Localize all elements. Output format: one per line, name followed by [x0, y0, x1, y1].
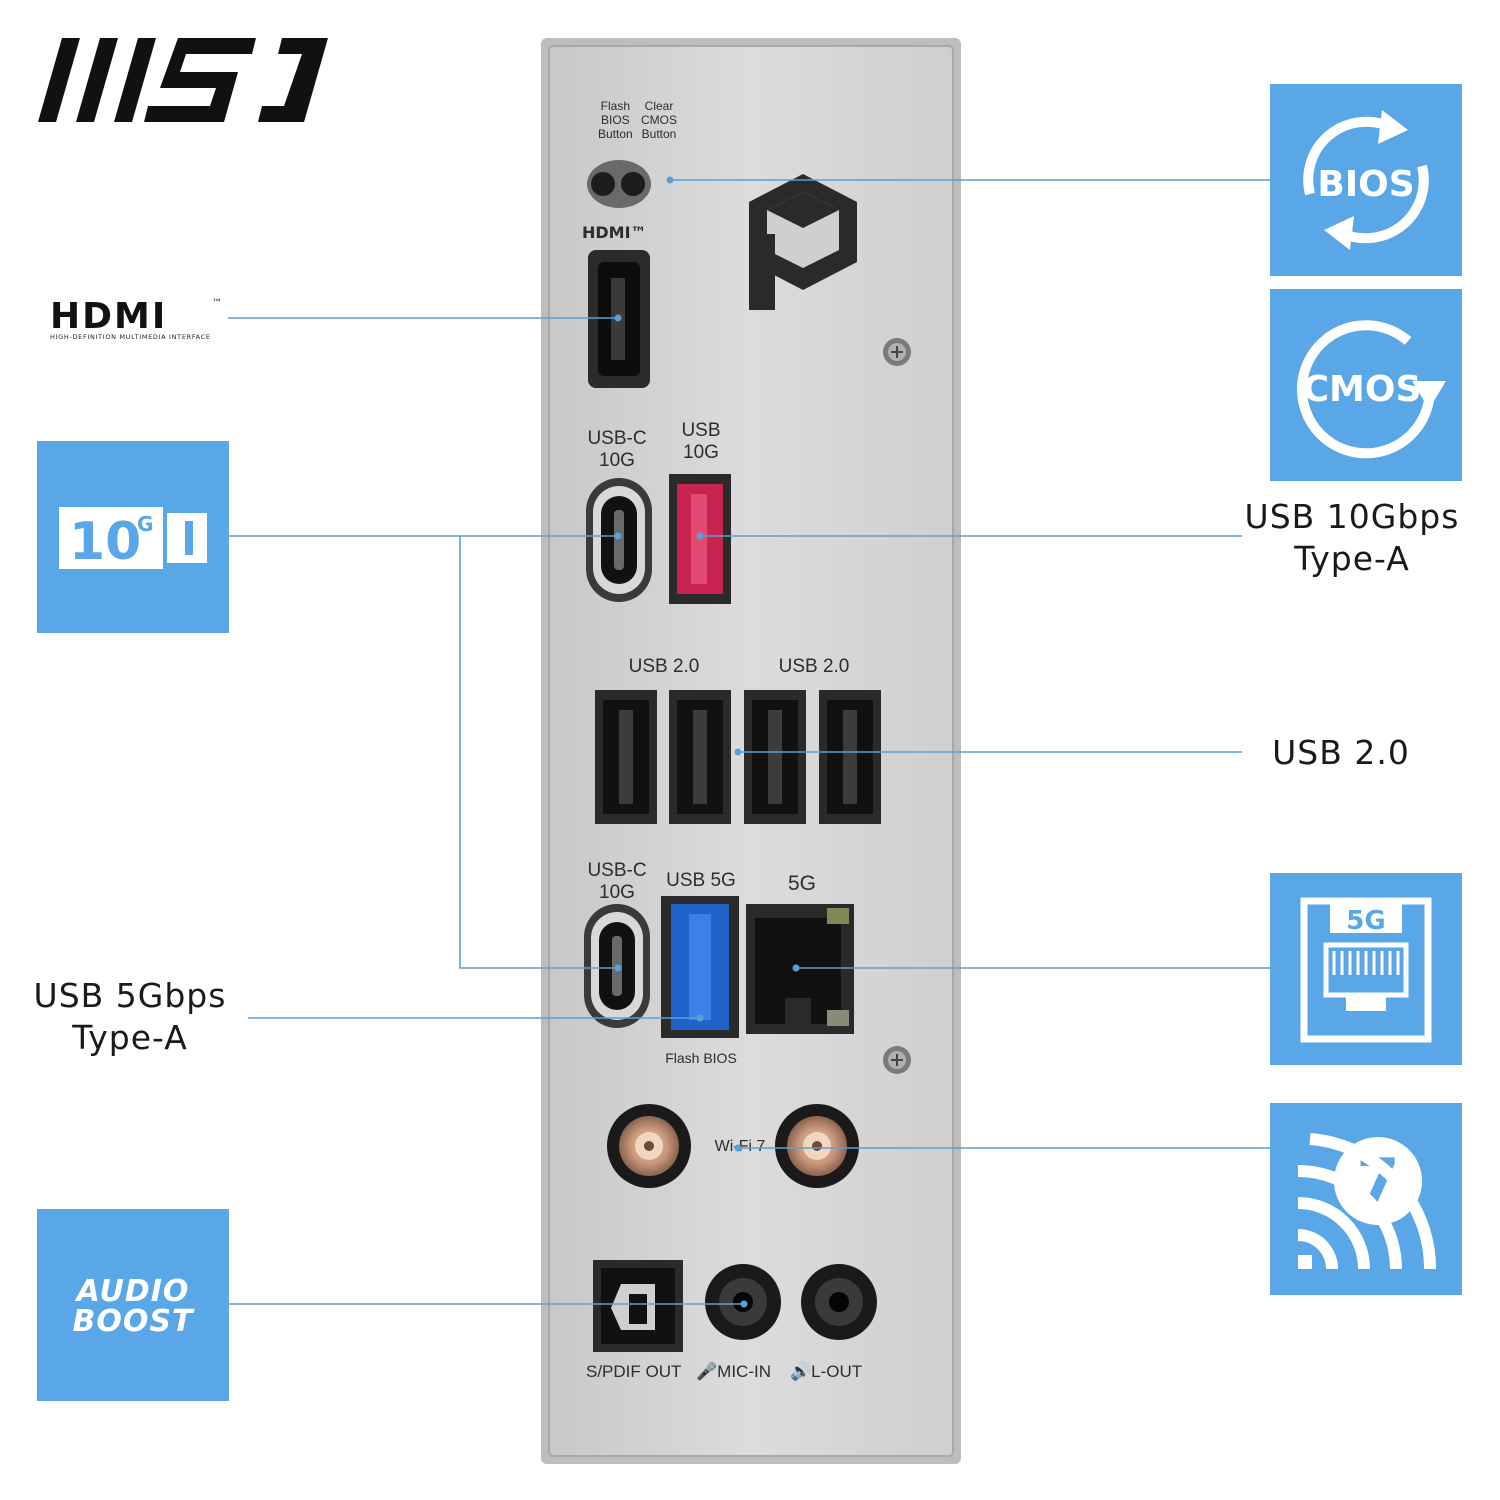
line-out-jack: [801, 1264, 877, 1340]
usb-10g-port: [669, 474, 731, 604]
wifi-antenna-connector-right: [775, 1104, 859, 1188]
usb-5g-port: [661, 896, 739, 1038]
usb-10g-tile: 10 G: [37, 441, 229, 633]
microphone-icon: 🎤: [696, 1362, 718, 1381]
svg-text:BOOST: BOOST: [73, 1304, 195, 1339]
svg-text:10: 10: [69, 512, 141, 572]
wifi-waves-icon: 7: [1297, 1133, 1437, 1270]
hdmi-port-label: HDMI™: [582, 223, 647, 242]
svg-text:AUDIO: AUDIO: [75, 1274, 190, 1309]
io-shield-panel: [541, 38, 961, 1464]
flash-bios-button-label: Flash BIOS Button: [598, 99, 633, 141]
usb20-right-label: USB 2.0: [778, 656, 850, 677]
lan-5g-port: [746, 904, 854, 1034]
usb-2-0-ports: [595, 690, 881, 824]
spdif-out-label: S/PDIF OUT: [586, 1362, 682, 1381]
usb-c-10g-bottom-label: USB-C 10G: [587, 860, 647, 903]
mic-in-label: 🎤MIC-IN: [696, 1362, 771, 1381]
hdmi-logo: HDMI ™ HIGH-DEFINITION MULTIMEDIA INTERF…: [50, 296, 222, 341]
svg-text:5G: 5G: [1346, 906, 1385, 936]
svg-text:G: G: [137, 512, 153, 536]
callout-usb-2-0: USB 2.0: [1272, 733, 1410, 772]
svg-text:BIOS: BIOS: [1317, 164, 1414, 205]
lan-5g-tile: 5G: [1270, 873, 1462, 1065]
usb-5g-label: USB 5G: [666, 870, 736, 891]
pro-logo-mark: [749, 174, 857, 310]
clear-cmos-button-label: Clear CMOS Button: [641, 99, 677, 141]
wifi-antenna-connector-left: [607, 1104, 691, 1188]
svg-text:™: ™: [212, 298, 222, 309]
spdif-out-port: [593, 1260, 683, 1352]
speaker-icon: 🔊: [790, 1362, 812, 1381]
callout-usb-5gbps-type-a: USB 5Gbps Type-A: [33, 976, 227, 1057]
cmos-tile: CMOS: [1270, 289, 1462, 481]
bios-tile: BIOS: [1270, 84, 1462, 276]
callout-usb-10gbps-type-a: USB 10Gbps Type-A: [1244, 497, 1460, 578]
msi-logo: [38, 38, 328, 122]
screw-icon: [883, 1046, 911, 1074]
refresh-arrows-icon: BIOS: [1303, 110, 1429, 250]
usb-c-10g-port-bottom: [584, 904, 650, 1028]
lan-5g-label: 5G: [787, 872, 816, 895]
ethernet-port-icon: 5G: [1300, 897, 1432, 1043]
circular-arrow-icon: CMOS: [1297, 320, 1446, 459]
usb-10g-label: USB 10G: [681, 420, 721, 463]
audio-boost-tile: AUDIO BOOST: [37, 1209, 229, 1401]
flash-bios-port-label: Flash BIOS: [665, 1050, 737, 1066]
svg-text:HDMI: HDMI: [50, 296, 167, 337]
wifi-label: Wi-Fi 7: [714, 1138, 766, 1155]
usb-drive-icon: 10 G: [59, 507, 207, 572]
svg-text:HIGH-DEFINITION MULTIMEDIA INT: HIGH-DEFINITION MULTIMEDIA INTERFACE: [50, 333, 210, 341]
usb20-left-label: USB 2.0: [628, 656, 700, 677]
usb-c-10g-port-top: [586, 478, 652, 602]
mic-in-jack: [705, 1264, 781, 1340]
wifi-7-tile: 7: [1270, 1103, 1462, 1295]
usb-c-10g-top-label: USB-C 10G: [587, 428, 647, 471]
svg-text:CMOS: CMOS: [1303, 369, 1422, 410]
clear-cmos-button: [621, 172, 645, 196]
audio-boost-icon: AUDIO BOOST: [73, 1274, 195, 1339]
screw-icon: [883, 338, 911, 366]
line-out-label: 🔊L-OUT: [790, 1362, 863, 1381]
hdmi-port: [588, 250, 650, 388]
flash-bios-button: [591, 172, 615, 196]
